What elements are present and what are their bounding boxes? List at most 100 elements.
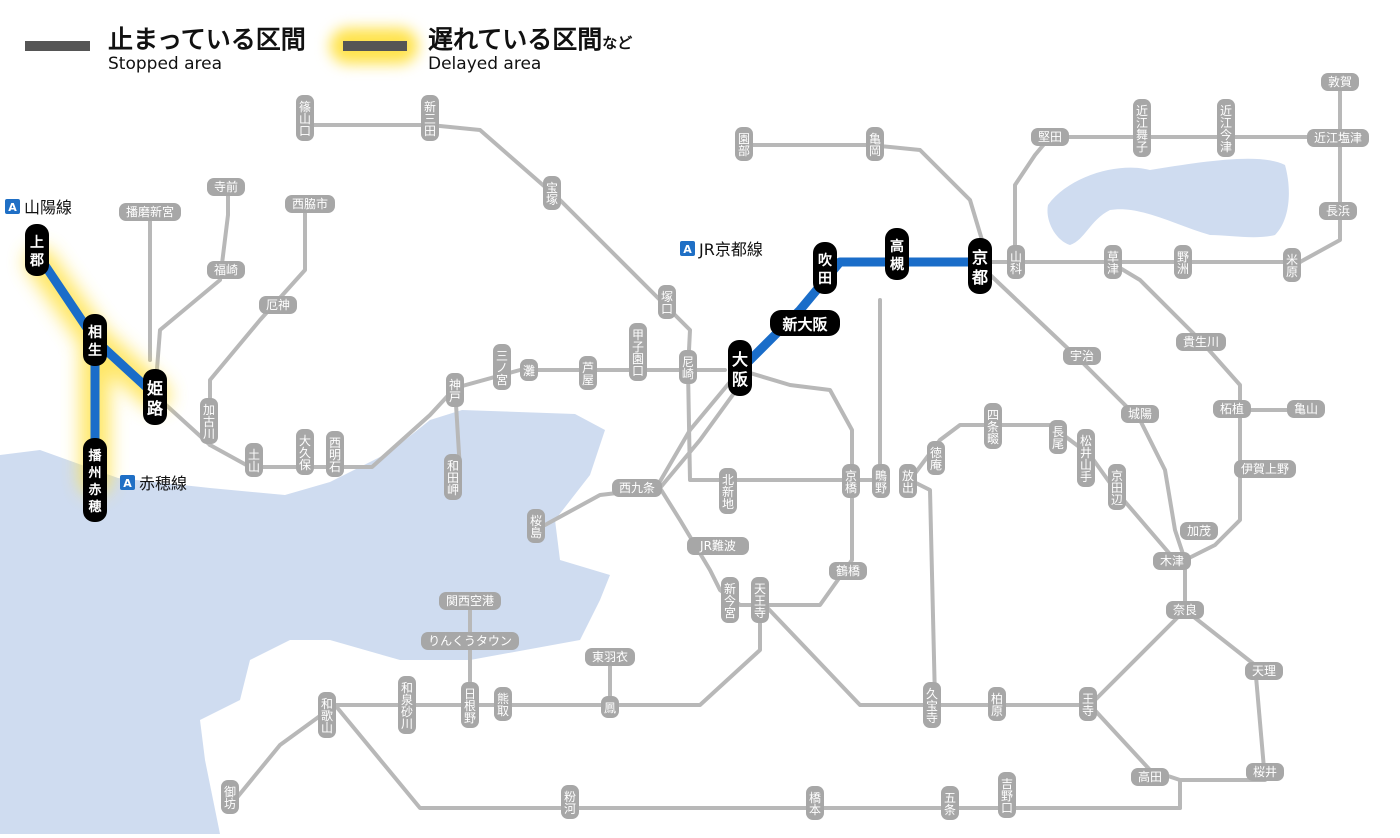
station-pill <box>866 127 884 161</box>
line-name: JR京都線 <box>698 240 763 259</box>
station-10: 和田岬 <box>444 454 462 500</box>
station-48: 鶴橋 <box>829 562 867 580</box>
station-name: 天王寺 <box>754 582 766 620</box>
station-name: 灘 <box>523 364 535 378</box>
station-name: 日根野 <box>464 687 476 725</box>
station-name: 鳳 <box>604 701 616 715</box>
station-name: 甲子園口 <box>632 328 644 378</box>
station-54: 日根野 <box>461 682 479 728</box>
station-pill <box>543 176 561 210</box>
line-badge-letter: A <box>683 243 692 256</box>
station-pill <box>444 454 462 500</box>
station-pill <box>446 373 464 407</box>
station-62: 高田 <box>1131 768 1169 786</box>
station-pill <box>988 687 1006 721</box>
station-29: 野洲 <box>1174 245 1192 279</box>
station-42: 北新地 <box>719 468 737 514</box>
station-pill <box>421 95 439 141</box>
station-52: 鳳 <box>601 696 619 718</box>
station-26: 敦賀 <box>1321 73 1359 91</box>
track-yamatoji <box>758 598 1187 707</box>
key-station-pill <box>770 310 840 336</box>
station-name: 塚口 <box>661 290 673 316</box>
station-name: 伊賀上野 <box>1241 462 1289 476</box>
station-name: 土山 <box>248 448 260 474</box>
station-pill <box>1108 464 1126 510</box>
station-6: 芦屋 <box>579 356 597 390</box>
station-name: 和歌山 <box>321 697 333 735</box>
sea-area <box>0 158 1289 834</box>
station-pill <box>398 676 416 734</box>
line-badge-letter: A <box>123 477 132 490</box>
station-name: 新三田 <box>424 99 436 138</box>
track-gakkentoshi <box>908 423 1177 562</box>
legend-delayed-label: 遅れている区間 <box>428 25 603 54</box>
station-name: 長浜 <box>1326 204 1350 218</box>
station-pill <box>679 350 697 384</box>
station-35: 松井山手 <box>1077 429 1095 487</box>
station-18: 福崎 <box>207 261 245 279</box>
station-31: 山科 <box>1007 245 1025 279</box>
station-pill <box>119 203 181 221</box>
station-47: 天王寺 <box>751 577 769 623</box>
station-pill <box>1104 245 1122 279</box>
station-name: 三ノ宮 <box>496 349 508 387</box>
station-name: 関西空港 <box>446 594 494 608</box>
station-33: 城陽 <box>1121 405 1159 423</box>
station-name: 京橋 <box>845 469 857 495</box>
station-3: 塚口 <box>658 285 676 319</box>
key-station-5: 新大阪 <box>770 310 840 336</box>
station-64: 王寺 <box>1079 687 1097 721</box>
station-pill <box>439 592 501 610</box>
station-name: 近江今津 <box>1220 104 1232 154</box>
station-71: 伊賀上野 <box>1234 460 1296 478</box>
station-name: 鴫野 <box>875 469 887 495</box>
station-11: 西明石 <box>326 431 344 477</box>
station-57: 御坊 <box>221 780 239 814</box>
station-pill <box>1283 248 1301 282</box>
lake-biwa <box>1047 158 1289 245</box>
station-51: 東羽衣 <box>585 648 635 666</box>
key-station-pill <box>83 438 107 522</box>
station-pill <box>601 696 619 718</box>
station-pill <box>1213 400 1251 418</box>
station-13: 土山 <box>245 443 263 477</box>
station-2: 宝塚 <box>543 176 561 210</box>
station-name: 福崎 <box>214 262 238 277</box>
station-name: 五条 <box>944 791 956 817</box>
station-pill <box>1180 522 1218 540</box>
station-name: 柏原 <box>991 691 1003 718</box>
station-70: 天理 <box>1245 662 1283 680</box>
legend-stopped-english: Stopped area <box>108 54 223 74</box>
station-9: 神戸 <box>446 373 464 407</box>
station-pill <box>1131 768 1169 786</box>
key-station-name: 吹田 <box>818 252 833 287</box>
station-pill <box>1234 460 1296 478</box>
line-name: 山陽線 <box>24 198 72 217</box>
station-name: 篠山口 <box>299 99 311 138</box>
station-41: 京橋 <box>842 464 860 498</box>
station-pill <box>1176 333 1226 351</box>
station-pill <box>207 178 245 196</box>
station-pill <box>585 648 635 666</box>
station-19: 播磨新宮 <box>119 203 181 221</box>
key-station-pill <box>25 224 49 276</box>
station-69: 加茂 <box>1180 522 1218 540</box>
station-name: 京田辺 <box>1111 469 1123 507</box>
track-kusatsu <box>1108 260 1242 562</box>
track-hanwa <box>333 618 762 707</box>
station-30: 草津 <box>1104 245 1122 279</box>
station-pill <box>326 431 344 477</box>
station-name: 山科 <box>1010 250 1022 276</box>
track-sakurai <box>1178 608 1267 782</box>
station-23: 近江舞子 <box>1133 99 1151 157</box>
track-sagano <box>743 143 987 252</box>
station-pill <box>1121 405 1159 423</box>
station-name: 園部 <box>738 132 750 158</box>
station-name: 城陽 <box>1128 407 1152 421</box>
station-name: 神戸 <box>449 378 461 404</box>
station-name: 野洲 <box>1177 250 1189 276</box>
station-28: 米原 <box>1283 248 1301 282</box>
station-pill <box>829 562 867 580</box>
station-pill <box>318 692 336 738</box>
